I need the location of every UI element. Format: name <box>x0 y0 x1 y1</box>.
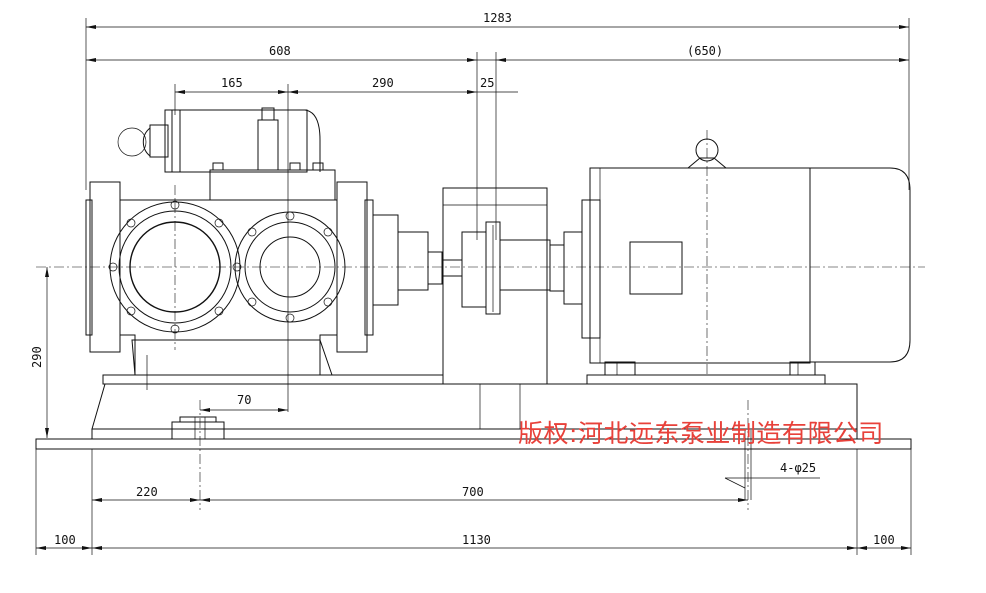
dim-shaft-height: 290 <box>30 267 49 438</box>
screw-pump <box>85 107 443 390</box>
dim-label-290-left: 290 <box>30 346 44 368</box>
dim-inlet: 165 290 25 <box>174 76 518 412</box>
dim-label-608: 608 <box>269 44 291 58</box>
copyright-watermark: 版权:河北远东泵业制造有限公司 <box>518 419 884 448</box>
dim-pump-motor: 608 (650) <box>86 44 909 240</box>
dim-label-700: 700 <box>462 485 484 499</box>
dim-foot-offset: 70 <box>200 393 288 412</box>
dim-base: 100 1130 100 <box>36 533 911 550</box>
flange-bolts-right <box>247 211 333 323</box>
dim-overall: 1283 <box>85 11 910 190</box>
dim-label-220: 220 <box>136 485 158 499</box>
dim-label-1130: 1130 <box>462 533 491 547</box>
dim-label-290-top: 290 <box>372 76 394 90</box>
dim-label-70: 70 <box>237 393 251 407</box>
dim-label-165: 165 <box>221 76 243 90</box>
dim-label-100-right: 100 <box>873 533 895 547</box>
base-plate <box>35 374 912 555</box>
dim-label-25: 25 <box>480 76 494 90</box>
dim-label-650: (650) <box>687 44 723 58</box>
dim-anchor: 220 700 <box>92 485 748 502</box>
dim-anchor-holes: 4-φ25 <box>724 461 820 489</box>
dim-label-holes: 4-φ25 <box>780 461 816 475</box>
electric-motor <box>549 130 911 376</box>
dim-label-1283: 1283 <box>483 11 512 25</box>
dim-label-100-left: 100 <box>54 533 76 547</box>
